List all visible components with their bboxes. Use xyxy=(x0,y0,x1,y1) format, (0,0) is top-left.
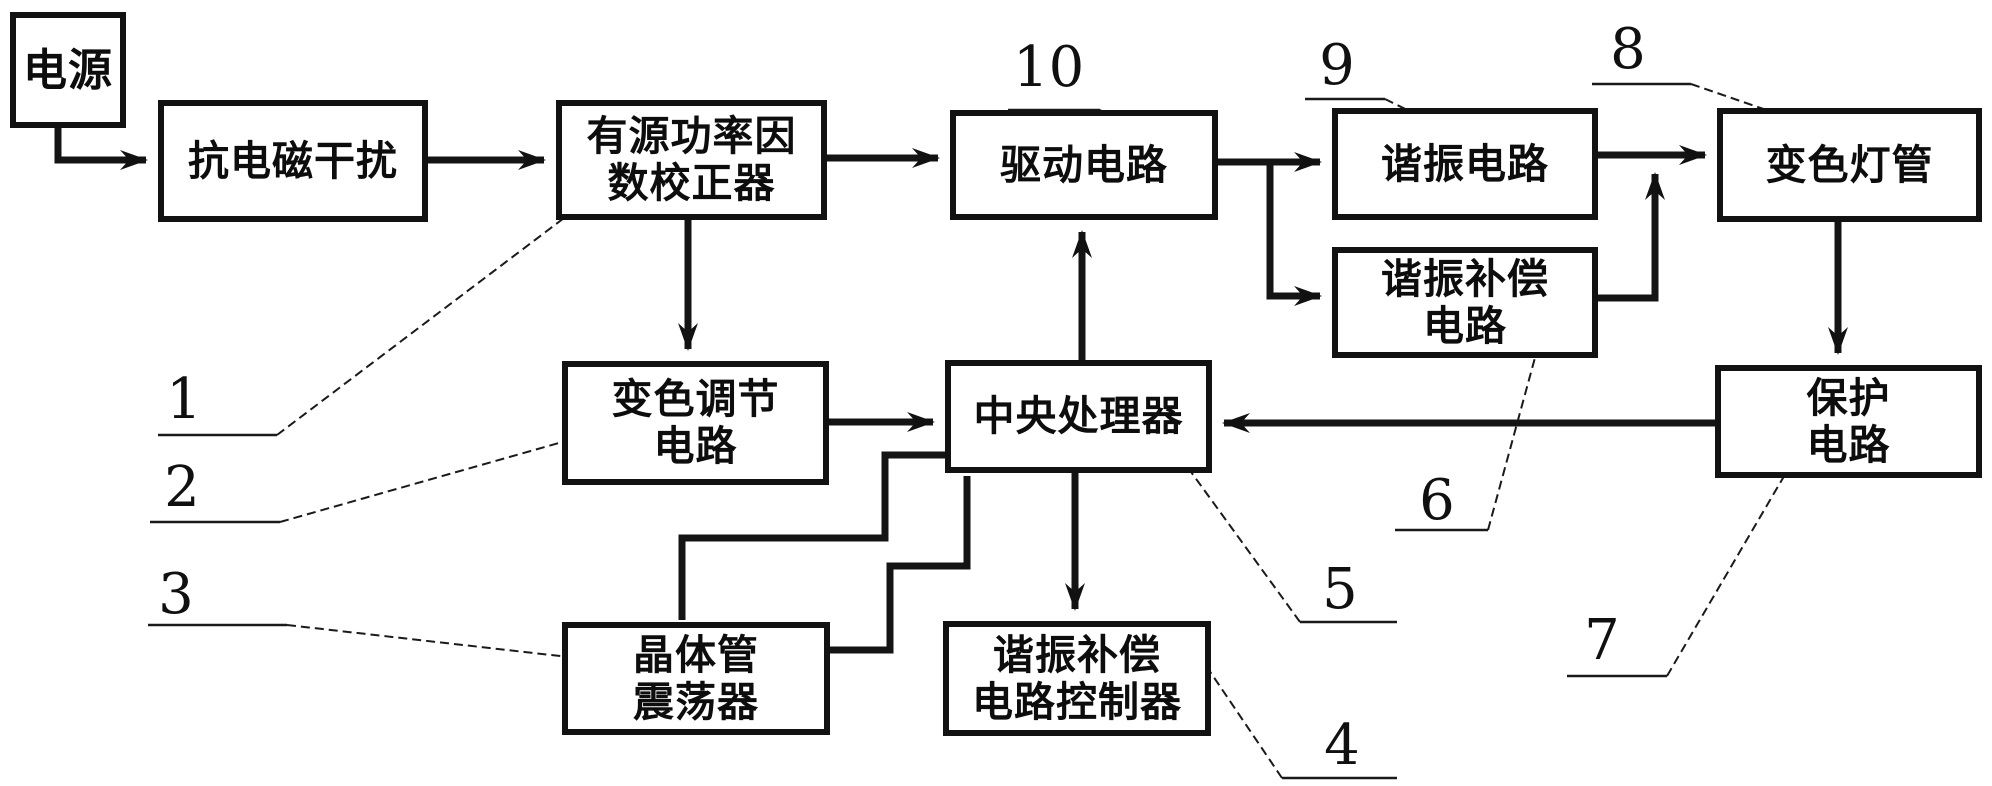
connector-osc-to-cpu-staircase xyxy=(830,476,971,654)
ref-label-10: 10 xyxy=(1013,35,1085,100)
block-color-adjust: 变色调节 电路 xyxy=(562,361,829,485)
ref-label-9: 9 xyxy=(1319,33,1355,98)
block-resonant-circuit-label: 谐振电路 xyxy=(1381,140,1549,187)
block-resonance-compensation-line1: 谐振补偿 xyxy=(1381,255,1549,302)
block-protection-circuit-line2: 电路 xyxy=(1806,421,1891,468)
ref7-leader xyxy=(1666,465,1791,677)
connector-power-to-emi xyxy=(54,128,148,170)
ref-label-3: 3 xyxy=(158,562,194,627)
ref-label-6: 6 xyxy=(1419,468,1455,533)
ref2-leader xyxy=(279,436,581,523)
block-power-supply-label: 电源 xyxy=(23,45,113,95)
ref1-leader xyxy=(276,211,573,436)
connector-rescomp-to-lamp-line xyxy=(1598,172,1665,302)
block-color-lamp-tube: 变色灯管 xyxy=(1717,108,1982,222)
block-resonance-compensation-controller-line2: 电路控制器 xyxy=(972,678,1182,725)
block-active-pfc: 有源功率因 数校正器 xyxy=(556,100,827,220)
ref-label-7: 7 xyxy=(1584,608,1620,673)
block-anti-emi-label: 抗电磁干扰 xyxy=(188,137,398,184)
ref3-leader xyxy=(286,624,596,661)
block-resonance-compensation-line2: 电路 xyxy=(1423,302,1507,349)
block-drive-circuit: 驱动电路 xyxy=(950,110,1218,220)
block-cpu: 中央处理器 xyxy=(945,360,1212,473)
connector-cpu-to-osc-staircase xyxy=(678,451,945,620)
block-resonant-circuit: 谐振电路 xyxy=(1332,108,1598,220)
block-protection-circuit-line1: 保护 xyxy=(1806,374,1891,421)
ref-label-4: 4 xyxy=(1324,713,1360,778)
block-color-lamp-tube-label: 变色灯管 xyxy=(1765,141,1934,188)
block-cpu-label: 中央处理器 xyxy=(973,393,1184,439)
ref-label-2: 2 xyxy=(164,455,200,520)
ref-label-8: 8 xyxy=(1610,17,1646,82)
block-drive-circuit-label: 驱动电路 xyxy=(1000,141,1168,188)
block-transistor-oscillator-line2: 震荡器 xyxy=(633,678,759,725)
block-resonance-compensation-controller: 谐振补偿 电路控制器 xyxy=(943,621,1211,736)
block-power-supply: 电源 xyxy=(10,12,126,128)
block-resonance-compensation-controller-line1: 谐振补偿 xyxy=(993,631,1161,678)
ref-label-5: 5 xyxy=(1322,557,1358,622)
block-resonance-compensation: 谐振补偿 电路 xyxy=(1332,247,1598,358)
block-transistor-oscillator-line1: 晶体管 xyxy=(633,631,759,678)
connector-drive-branch-to-rescomp xyxy=(1266,162,1322,306)
block-color-adjust-line2: 电路 xyxy=(653,423,738,469)
ref-label-1: 1 xyxy=(166,367,202,432)
block-color-adjust-line1: 变色调节 xyxy=(611,376,780,422)
block-protection-circuit: 保护 电路 xyxy=(1715,365,1982,478)
block-transistor-oscillator: 晶体管 震荡器 xyxy=(562,622,830,735)
ref6-leader xyxy=(1487,331,1543,531)
block-active-pfc-label-line1: 有源功率因 xyxy=(586,113,797,159)
block-active-pfc-label-line2: 数校正器 xyxy=(607,160,776,206)
block-anti-emi: 抗电磁干扰 xyxy=(158,100,428,222)
ref5-leader xyxy=(1177,453,1301,623)
